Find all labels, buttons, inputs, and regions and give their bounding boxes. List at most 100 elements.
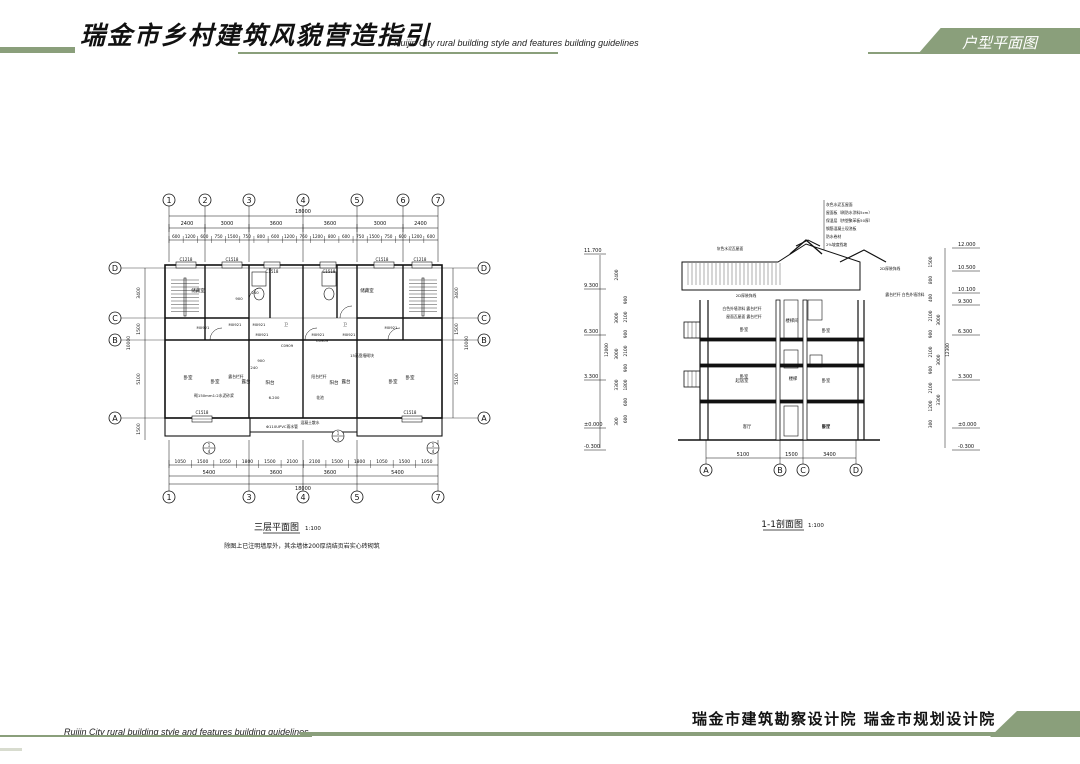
section-dim-left-inner: 900 (623, 330, 629, 338)
section-eave-right (839, 249, 887, 263)
section-roof-note: 钢筋混凝土现浇板 (826, 226, 857, 231)
section-annotation: 灰色水泥瓦屋面 (717, 246, 744, 251)
section-roof-note: 2%坡度找坡 (826, 242, 847, 247)
plan-door-label: M0921 (312, 332, 326, 337)
plan-axis-bottom-label: 7 (435, 493, 440, 502)
plan-dim-left: 1500 (136, 323, 142, 335)
section-elevation-right: 6.300 (958, 329, 972, 335)
plan-dim-total: 18000 (295, 209, 311, 215)
section-tag-label: 户型平面图 (962, 34, 1038, 52)
section-dim-right-level: 3000 (936, 354, 942, 365)
plan-window-label: C1518 (226, 257, 239, 262)
section-dim-left-inner: 1800 (623, 379, 629, 390)
section-elevation-right: 10.500 (958, 265, 976, 271)
plan-axis-side-right-label: B (481, 336, 487, 345)
plan-dim-top-detail: 1200 (284, 234, 295, 239)
section-elevation-left: 9.300 (584, 283, 598, 289)
section-elevation-right: 9.300 (958, 299, 972, 305)
plan-toilet-fixture (323, 287, 335, 301)
plan-annotation: 卫 (343, 322, 347, 327)
section-dim-right: 300 (928, 420, 934, 428)
section-room-label: 卧室 (740, 326, 749, 333)
plan-section-mark-num: 1 (337, 431, 340, 436)
section-dim-left: 3000 (614, 348, 620, 359)
section-room-label: 卧室 (822, 423, 831, 430)
section-elevation-right: 12.000 (958, 242, 976, 248)
section-stair-wall (775, 299, 781, 441)
plan-dim-top: 2400 (414, 221, 427, 227)
page-title: 瑞金市乡村建筑风貌营造指引 (80, 21, 432, 50)
plan-dim-bottom: 1800 (242, 459, 254, 465)
page-subtitle: Ruijin City rural building style and fea… (394, 38, 639, 48)
section-annotation: 屋面瓦屋面 露台栏杆 (726, 314, 762, 319)
section-room-label: 客厅 (743, 423, 752, 430)
plan-door-label: M0921 (343, 332, 357, 337)
plan-axis-side-left-label: D (112, 264, 118, 273)
section-elevation-marks: 11.7009.3006.3003.300±0.000-0.30012.0001… (584, 242, 980, 451)
plan-dim-left: 1500 (136, 423, 142, 435)
plan-toilet (321, 271, 337, 287)
header-underline (238, 52, 558, 54)
plan-annotation: 露台栏杆 (228, 374, 243, 379)
plan-axis-bottom-label: 4 (300, 493, 305, 502)
section-dim-right-total: 12300 (945, 343, 951, 357)
plan-axis-top-label: 3 (246, 196, 251, 205)
plan-dim-right: 3400 (454, 287, 460, 299)
plan-axis-side-left-label: C (112, 314, 118, 323)
section-roof-note: 灰色水泥瓦屋面 (826, 202, 853, 207)
section-axis-label: B (777, 466, 783, 475)
section-dim-left-inner: 2100 (623, 311, 629, 322)
plan-dim-bottom-bay: 3600 (324, 470, 337, 476)
plan-axis-top-label: 2 (202, 196, 207, 205)
section-dim-left: 3300 (614, 379, 620, 390)
header-accent-bar (0, 47, 75, 53)
plan-room-label: 阳台 (330, 379, 339, 386)
plan-door-label: M0921 (256, 332, 270, 337)
plan-section-mark-sheet: 4 (337, 437, 340, 442)
section-dim-left: 300 (614, 417, 620, 425)
section-room-label: 起居室 (736, 377, 750, 384)
plan-axis-side-right-label: D (481, 264, 487, 273)
plan-door-swing (387, 327, 401, 341)
plan-dim-top: 3000 (221, 221, 234, 227)
section-elevation-left: 6.300 (584, 329, 598, 335)
section-stair-wall (802, 299, 808, 441)
section-dim-left-inner: 600 (623, 398, 629, 406)
plan-dim-bottom: 1500 (331, 459, 343, 465)
plan-dim-total-bottom: 18000 (295, 486, 311, 492)
section-dim-right: 900 (928, 330, 934, 338)
section-dim-right-level: 3300 (936, 394, 942, 405)
plan-dim-top-detail: 750 (215, 234, 223, 239)
plan-dim-top-detail: 600 (271, 234, 279, 239)
plan-dim-right: 1500 (454, 323, 460, 335)
plan-dim-bottom: 1500 (197, 459, 209, 465)
section-dim-right: 1200 (928, 400, 934, 411)
plan-axis-top-label: 5 (354, 196, 359, 205)
plan-window-label: C1218 (414, 257, 427, 262)
plan-toilet (251, 271, 267, 287)
section-room-label: 餐厅 (822, 423, 831, 430)
plan-axis-top-label: 4 (300, 196, 305, 205)
plan-door-label: M0921 (229, 322, 243, 327)
plan-dim-left: 5100 (136, 373, 142, 385)
plan-window-label: C1518 (323, 269, 336, 274)
plan-dim-bottom: 1500 (264, 459, 276, 465)
plan-annotation: 15高靠墙砌块 (350, 353, 374, 358)
plan-annotation: 卫 (284, 322, 288, 327)
plan-annotation: 6.200 (269, 395, 280, 400)
plan-room-label: 卧室 (184, 374, 193, 381)
plan-dim-top-detail: 600 (172, 234, 180, 239)
plan-room-label: 卧室 (389, 378, 398, 385)
plan-dim-top-detail: 750 (356, 234, 364, 239)
section-dim-left-total: 12000 (604, 343, 610, 357)
section-dim-left-inner: 900 (623, 364, 629, 372)
plan-dim-top: 2400 (181, 221, 194, 227)
section-dim-right-level: 3000 (936, 314, 942, 325)
plan-annotation: Φ110UPVC雨水管 (266, 424, 298, 429)
section-dim-right: 900 (928, 366, 934, 374)
plan-door-label: M0921 (197, 325, 211, 330)
plan-dim-top-detail: 800 (257, 234, 265, 239)
header-tag-line (868, 52, 928, 54)
